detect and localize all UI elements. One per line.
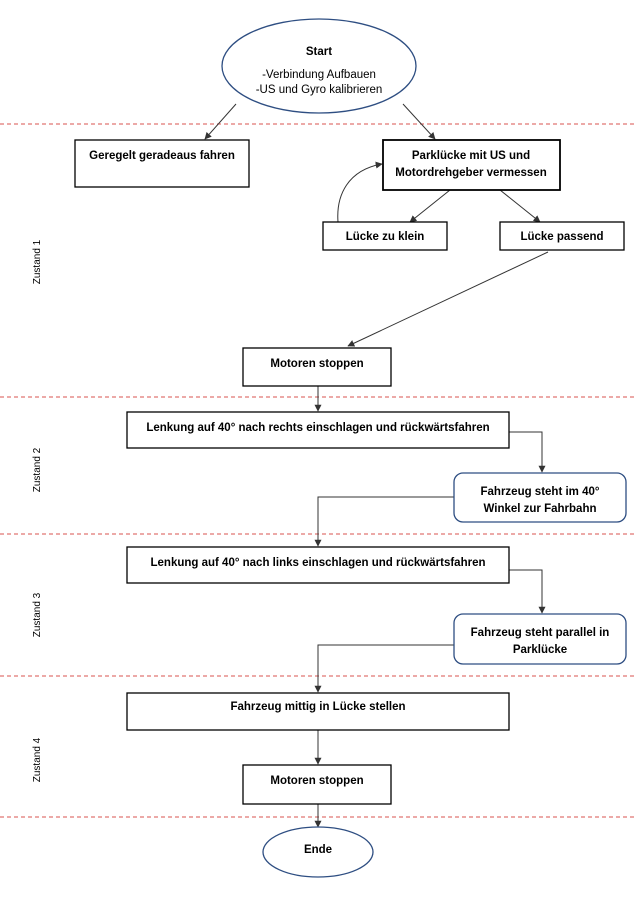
straight-drive-label: Geregelt geradeaus fahren [89, 150, 235, 162]
edge-steer-right-to-angle [509, 431, 546, 473]
lane-label-zustand-2: Zustand 2 [32, 447, 43, 492]
edge-parallel-to-center [314, 644, 454, 693]
start-line-2: -US und Gyro kalibrieren [256, 84, 383, 96]
stop-motors-label-1: Motoren stoppen [270, 358, 363, 370]
measure-gap-node: Parklücke mit US und Motordrehgeber verm… [382, 139, 561, 191]
parallel-line-2: Parklücke [513, 644, 567, 656]
edge-start-to-measure [402, 103, 436, 140]
lane-label-zustand-1: Zustand 1 [32, 239, 43, 284]
angle-40-line-1: Fahrzeug steht im 40° [481, 486, 600, 498]
lane-label-zustand-3: Zustand 3 [32, 592, 43, 637]
gap-fits-label: Lücke passend [520, 231, 603, 243]
angle-40-node: Fahrzeug steht im 40° Winkel zur Fahrbah… [453, 472, 627, 523]
measure-gap-line-1: Parklücke mit US und [412, 150, 530, 162]
edge-measure-to-fits [499, 189, 541, 223]
start-node: Start -Verbindung Aufbauen -US und Gyro … [221, 18, 417, 114]
end-node: Ende [262, 826, 374, 878]
parallel-node: Fahrzeug steht parallel in Parklücke [453, 613, 627, 665]
gap-too-small-node: Lücke zu klein [322, 221, 448, 251]
edge-steer-left-to-parallel [509, 569, 546, 614]
angle-40-line-2: Winkel zur Fahrbahn [484, 503, 597, 515]
start-title: Start [306, 46, 332, 58]
steer-right-node: Lenkung auf 40° nach rechts einschlagen … [126, 411, 510, 449]
stop-motors-node-1: Motoren stoppen [242, 347, 392, 387]
edge-too-small-loop [337, 161, 383, 223]
edge-measure-to-too-small [409, 189, 451, 223]
parallel-line-1: Fahrzeug steht parallel in [471, 627, 610, 639]
gap-too-small-label: Lücke zu klein [346, 231, 425, 243]
end-label: Ende [304, 844, 332, 856]
steer-left-label: Lenkung auf 40° nach links einschlagen u… [151, 557, 486, 569]
edge-angle-to-steer-left [314, 496, 454, 547]
gap-fits-node: Lücke passend [499, 221, 625, 251]
stop-motors-label-2: Motoren stoppen [270, 775, 363, 787]
straight-drive-node: Geregelt geradeaus fahren [74, 139, 250, 188]
steer-right-label: Lenkung auf 40° nach rechts einschlagen … [146, 422, 489, 434]
measure-gap-line-2: Motordrehgeber vermessen [395, 167, 546, 179]
start-line-1: -Verbindung Aufbauen [262, 69, 376, 81]
edge-start-to-straight [204, 103, 237, 140]
lane-label-zustand-4: Zustand 4 [32, 737, 43, 782]
center-vehicle-node: Fahrzeug mittig in Lücke stellen [126, 692, 510, 731]
steer-left-node: Lenkung auf 40° nach links einschlagen u… [126, 546, 510, 584]
edge-fits-to-stop [347, 251, 549, 347]
center-vehicle-label: Fahrzeug mittig in Lücke stellen [230, 701, 405, 713]
stop-motors-node-2: Motoren stoppen [242, 764, 392, 805]
